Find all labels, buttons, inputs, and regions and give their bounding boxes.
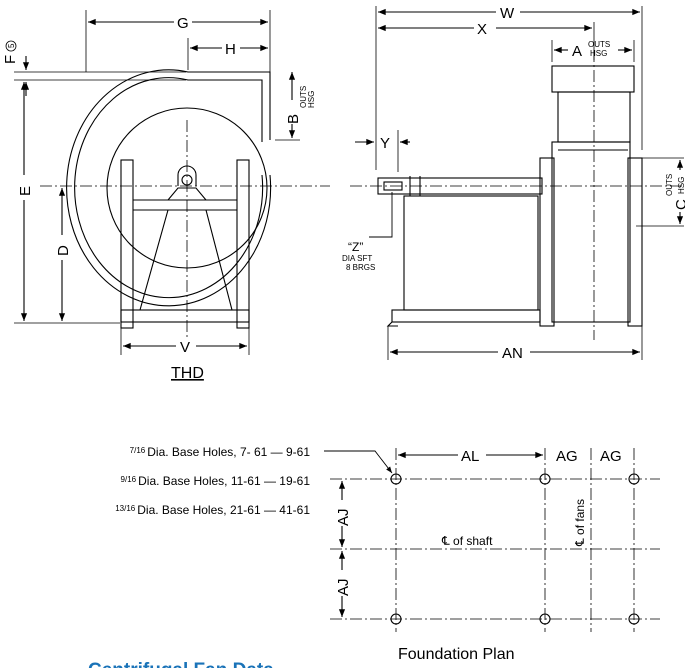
side-panel-left [539,157,555,327]
fan-housing [551,141,631,323]
dim-al-label: AL [461,448,479,465]
side-view [14,10,330,355]
base-hole [390,473,402,485]
dim-f-label: F [2,55,19,64]
dim-y-label: Y [380,135,390,152]
dim-b-sub-bot: HSG [307,91,316,108]
base-hole [539,613,551,625]
bearing-block [403,195,539,311]
dim-ag-label: AG [556,448,578,465]
dim-g-label: G [177,15,189,32]
outlet-housing [551,65,635,93]
base-hole [628,473,640,485]
left-frame-leg [120,159,134,329]
dim-c-label: C [673,199,685,210]
shaft-note-brgs: 8 BRGS [346,263,375,272]
dim-w-label: W [500,5,515,22]
page-heading: Centrifugal Fan Data [88,660,274,668]
dim-c-sub-top: OUTS [665,174,674,196]
dim-aj-top-label: AJ [335,508,352,526]
right-frame-leg [236,159,250,329]
dim-ag2-label: AG [600,448,622,465]
dim-an-label: AN [502,345,523,362]
dim-x-label: X [477,21,487,38]
dim-a-sub-top: OUTS [588,40,610,49]
dim-aj-bot-label: AJ [335,578,352,596]
dim-b-sub-top: OUTS [299,86,308,108]
dim-h-label: H [225,41,236,58]
front-view [350,6,684,360]
shaft-centerline-label: ℄ of shaft [441,534,493,548]
base-rail [120,309,250,323]
dim-e-label: E [17,186,34,196]
scroll-housing [66,69,272,307]
dim-b-label: B [285,114,302,124]
base-hole [628,613,640,625]
dim-c-sub-bot: HSG [677,177,685,194]
note-5-label: 5 [7,43,16,48]
dim-a-sub-bot: HSG [590,49,607,58]
base-hole [539,473,551,485]
dim-d-label: D [55,245,72,256]
shaft-note-dia: DIA SFT [342,254,372,263]
shaft-note-z: “Z” [348,240,363,254]
dim-a-label: A [572,43,582,60]
side-panel-right [627,157,643,327]
base-hole [390,613,402,625]
note-circle [5,40,17,52]
dim-v-label: V [180,339,190,356]
foundation-plan [324,448,660,632]
scroll-inner [74,77,264,299]
side-view-caption: THD [171,365,204,382]
fans-centerline-label: ℄ of fans [573,499,587,547]
foundation-plan-caption: Foundation Plan [398,646,515,663]
